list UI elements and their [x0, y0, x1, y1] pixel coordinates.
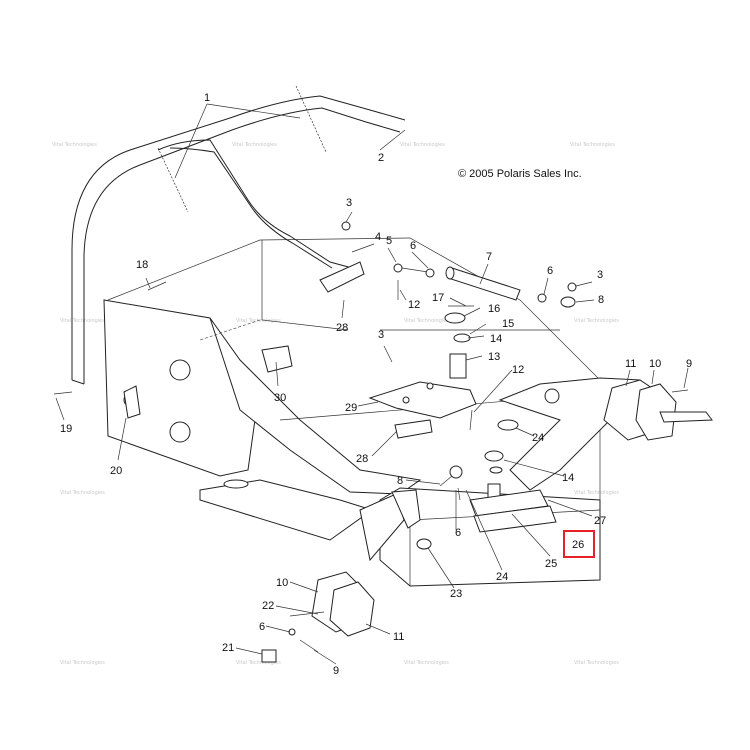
watermark: Vital Technologies: [400, 142, 445, 148]
watermark: Vital Technologies: [570, 142, 615, 148]
copyright-text: © 2005 Polaris Sales Inc.: [458, 168, 582, 180]
callout-4: 4: [375, 231, 381, 243]
callout-3: 3: [378, 329, 384, 341]
callout-6: 6: [259, 621, 265, 633]
callout-2: 2: [378, 152, 384, 164]
callout-3: 3: [597, 269, 603, 281]
callout-30: 30: [274, 392, 286, 404]
callout-3: 3: [346, 197, 352, 209]
callout-9: 9: [686, 358, 692, 370]
callout-17: 17: [432, 292, 444, 304]
callout-labels: 1 2 3 4 5 6 7 6 3 8 18 12 17 16 15 28 3 …: [60, 92, 692, 677]
highlight-box: [563, 530, 595, 558]
watermark: Vital Technologies: [60, 318, 105, 324]
callout-1: 1: [204, 92, 210, 104]
watermark: Vital Technologies: [60, 490, 105, 496]
callout-12: 12: [512, 364, 524, 376]
callout-18: 18: [136, 259, 148, 271]
callout-9: 9: [333, 665, 339, 677]
callout-11: 11: [625, 358, 636, 370]
callout-14: 14: [562, 472, 574, 484]
callout-28: 28: [336, 322, 348, 334]
callout-29: 29: [345, 402, 357, 414]
callout-10: 10: [649, 358, 661, 370]
callout-6: 6: [455, 527, 461, 539]
callout-27: 27: [594, 515, 606, 527]
leader-lines: [55, 103, 689, 665]
callout-19: 19: [60, 423, 72, 435]
callout-20: 20: [110, 465, 122, 477]
callout-26: 26: [572, 539, 584, 551]
callout-8: 8: [397, 475, 403, 487]
callout-24: 24: [532, 432, 544, 444]
hardware: [53, 221, 713, 663]
watermark: Vital Technologies: [404, 318, 449, 324]
callout-7: 7: [486, 251, 492, 263]
mount-plate: [103, 237, 661, 587]
callout-10: 10: [276, 577, 288, 589]
callout-11: 11: [393, 631, 404, 643]
callout-21: 21: [222, 642, 234, 654]
callout-25: 25: [545, 558, 557, 570]
callout-28: 28: [356, 453, 368, 465]
callout-8: 8: [598, 294, 604, 306]
frame-tube: [71, 85, 406, 385]
watermark: Vital Technologies: [574, 318, 619, 324]
watermark: Vital Technologies: [574, 660, 619, 666]
watermark: Vital Technologies: [236, 660, 281, 666]
watermark: Vital Technologies: [236, 318, 281, 324]
callout-6: 6: [547, 265, 553, 277]
callout-14: 14: [490, 333, 502, 345]
callout-23: 23: [450, 588, 462, 600]
watermark: Vital Technologies: [574, 490, 619, 496]
callout-22: 22: [262, 600, 274, 612]
watermark: Vital Technologies: [52, 142, 97, 148]
callout-24: 24: [496, 571, 508, 583]
callout-16: 16: [488, 303, 500, 315]
callout-6: 6: [410, 240, 416, 252]
callout-15: 15: [502, 318, 514, 330]
watermark: Vital Technologies: [60, 660, 105, 666]
watermark: Vital Technologies: [404, 660, 449, 666]
callout-12: 12: [408, 299, 420, 311]
watermark: Vital Technologies: [232, 142, 277, 148]
callout-13: 13: [488, 351, 500, 363]
callout-5: 5: [386, 235, 392, 247]
